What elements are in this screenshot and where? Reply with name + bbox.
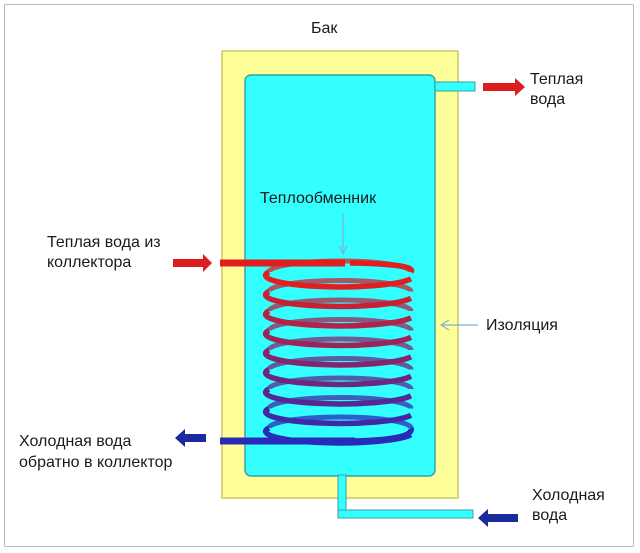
heat-exchanger-pointer xyxy=(338,213,348,256)
collector-in-label-line2: коллектора xyxy=(47,254,131,271)
cold-water-in-arrow xyxy=(478,509,518,527)
coil-top-connector xyxy=(349,260,415,274)
collector-in-label-line1: Теплая вода из xyxy=(47,234,161,251)
diagram-frame xyxy=(4,4,634,547)
insulation-pointer xyxy=(439,319,478,331)
coil-turn-front xyxy=(262,269,413,290)
warm-water-out-label-line1: Теплая xyxy=(530,71,583,88)
collector-out-arrow xyxy=(175,429,206,447)
coil-turn-back xyxy=(266,278,414,293)
collector-out-label-line1: Холодная вода xyxy=(19,433,131,450)
coil-turn-front xyxy=(262,367,413,388)
warm-water-out-arrow xyxy=(483,78,525,96)
coil-bottom-connector xyxy=(349,427,414,444)
coil-turn-front xyxy=(262,328,413,349)
coil-turn-front xyxy=(262,308,413,329)
coil-turn-front xyxy=(262,347,413,368)
insulation-label: Изоляция xyxy=(486,317,558,334)
coil-turn-back xyxy=(266,375,414,390)
tank-label: Бак xyxy=(311,20,338,37)
heat-exchanger-label: Теплообменник xyxy=(260,190,377,207)
heat-exchanger-coil xyxy=(220,258,415,446)
coil-turn-back xyxy=(266,356,414,371)
coil-turn-back xyxy=(266,414,414,429)
coil-turn-front xyxy=(262,386,413,407)
coil-turn-back xyxy=(266,297,414,312)
warm-water-out-label-line2: вода xyxy=(530,91,565,108)
coil-turn-back xyxy=(266,395,414,410)
collector-in-arrow xyxy=(173,254,212,272)
collector-out-label-line2: обратно в коллектор xyxy=(19,454,172,471)
cold-water-in-label-line1: Холодная xyxy=(532,487,605,504)
coil-turn-front xyxy=(262,289,413,310)
cold-water-inlet-pipe xyxy=(337,474,474,519)
coil-turn-back xyxy=(266,317,414,332)
hot-water-outlet-pipe xyxy=(434,81,476,92)
cold-water-in-label-line2: вода xyxy=(532,507,567,524)
coil-turn-front xyxy=(262,406,413,427)
coil-turn-back xyxy=(266,336,414,351)
